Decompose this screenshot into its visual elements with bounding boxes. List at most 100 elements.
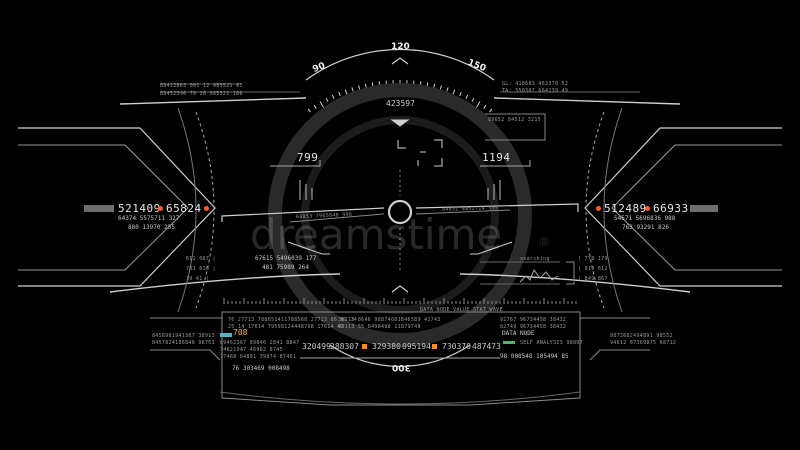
horizon-underline-right	[415, 209, 511, 215]
compass-tick	[489, 108, 493, 113]
lower-left-bracket	[287, 241, 330, 255]
bottom-right-frame	[580, 317, 650, 361]
right-main-a: 512489	[604, 202, 647, 215]
center-faint-ring	[268, 83, 532, 347]
left-side-arc-2	[177, 107, 197, 313]
bottom-center-top-1: 98113 55 8498498 11879748	[338, 324, 421, 330]
right-main-b: 66933	[653, 202, 689, 215]
top-right-box-text: 89652 84512 3215	[488, 117, 541, 123]
bottom-value-5: 487473	[472, 342, 501, 351]
horizon-line-left	[221, 207, 385, 222]
compass-tick	[307, 108, 311, 113]
left-main-a: 521409	[118, 202, 161, 215]
bottom-right-level-bar	[503, 341, 515, 344]
upper-left-separator	[119, 97, 307, 105]
bottom-left-row-1: 8457824186846 98763	[152, 340, 215, 346]
bottom-frame	[221, 311, 581, 406]
right-small-bars	[487, 180, 501, 200]
bottom-ruler	[223, 298, 577, 304]
center-left-value: 799	[297, 151, 319, 164]
left-mid-row-2: 39 41 |	[186, 276, 210, 282]
target-bracket	[397, 139, 443, 167]
mini-graph-frame	[480, 261, 560, 285]
bottom-grid-row-0: 76 27713 788651411788568 27713 86 89 74	[228, 317, 358, 323]
right-panel-bar	[690, 205, 718, 212]
center-right-value: 1194	[482, 151, 511, 164]
compass-tick	[364, 83, 367, 88]
left-side-arc	[195, 111, 215, 309]
right-sub2: 763 93291 826	[622, 224, 669, 231]
left-number-bracket	[270, 160, 321, 167]
bottom-outer-line	[219, 391, 581, 405]
bottom-right-row-1: 82749 96734458 38432	[500, 324, 567, 330]
bottom-marker-1	[362, 344, 367, 349]
right-wing-inner	[611, 144, 782, 271]
lower-right-separator	[459, 273, 691, 293]
compass-pointer	[391, 57, 409, 65]
bottom-marker	[391, 285, 409, 293]
right-sub1: 54571 5696836 988	[614, 215, 676, 222]
right-wing-outer	[584, 127, 782, 287]
right-mid-row-1: | 619 612	[578, 266, 608, 272]
bottom-right-bottom-row: 98 008548 105494 85	[500, 353, 569, 360]
bottom-value-2: 329380	[372, 342, 401, 351]
bottom-center-top-0: 39113 8646 98874681846589 41743	[338, 317, 441, 323]
bottom-right-row-0: 92767 96734458 38432	[500, 317, 567, 323]
bottom-marker-2	[432, 344, 437, 349]
bottom-left-row-0: 8458981941367 38913	[152, 333, 215, 339]
bottom-left-value: 708	[233, 328, 248, 337]
left-sub2: 880 13970 255	[128, 224, 175, 231]
left-wing-outer	[18, 127, 216, 287]
bottom-value-0: 320499	[302, 342, 331, 351]
bottom-value-1: 288307	[330, 342, 359, 351]
left-sub1: 64374 5575711 327	[118, 215, 180, 222]
center-readout-line1: 67615 5496039 177	[255, 255, 317, 262]
right-mid-row-2: | 849 867	[578, 276, 608, 282]
compass-arc	[305, 48, 495, 81]
bottom-left-small-1: 34821947 46982 8745	[220, 347, 283, 353]
compass-bottom-label: 300	[392, 362, 411, 372]
search-status-label: searching	[520, 256, 550, 262]
center-circle-bottom-arc	[329, 344, 471, 368]
compass-tick	[325, 97, 329, 102]
bottom-left-frame	[150, 317, 222, 361]
compass-tick	[313, 104, 317, 109]
bottom-left-level-bar	[220, 333, 232, 337]
top-right-row-0: GL: 418683 463378 52	[502, 81, 569, 87]
left-panel-bar	[84, 205, 114, 212]
top-left-row-0: 88412863 001 12 985521 85	[160, 83, 243, 89]
horizon-line-right	[415, 203, 579, 212]
watermark-text: dreamstime	[250, 210, 503, 259]
left-wing-inner	[18, 144, 189, 271]
bottom-value-3: 095194	[402, 342, 431, 351]
watermark-registered-mark: ®	[538, 235, 550, 249]
lower-left-separator	[109, 273, 341, 293]
compass-tick	[459, 91, 462, 97]
bottom-left-small-0: 89462367 89846 2841 8847	[220, 340, 300, 346]
bottom-left-small-2: 77468 64891 39874 87461	[220, 354, 297, 360]
compass-tick	[331, 94, 335, 99]
horizon-underline-left	[289, 213, 385, 223]
center-readout-line2: 481 75989 264	[262, 264, 309, 271]
bottom-right-status: SELF ANALYSIS 98897	[520, 340, 583, 346]
left-small-bars	[299, 180, 313, 200]
compass-tick	[446, 87, 449, 92]
bottom-center-header: DATA NODE VALUE STAT WAVE	[420, 307, 503, 313]
top-marker	[390, 119, 410, 127]
top-left-row-1: 88452396 78 26 985521 186	[160, 91, 243, 97]
bottom-right-far-1: 94612 87369875 68712	[610, 340, 677, 346]
right-side-arc	[585, 111, 605, 309]
compass-tick	[439, 85, 442, 90]
top-right-box	[485, 113, 546, 141]
mini-graph-wave	[519, 268, 559, 283]
bottom-grid-row-1: 25 14 17614 79598124448768 17614 41	[228, 324, 344, 330]
compass-heading-center: 120	[391, 42, 410, 52]
bottom-left-bottom-row: 76 303469 008498	[232, 365, 290, 372]
compass-tick	[338, 91, 341, 97]
bottom-value-4: 730370	[442, 342, 471, 351]
center-top-value: 423597	[386, 99, 415, 108]
mini-graph-right	[566, 261, 575, 285]
bottom-right-far-0: 9873682494891 98552	[610, 333, 673, 339]
left-mid-row-1: 701 616 |	[186, 266, 216, 272]
